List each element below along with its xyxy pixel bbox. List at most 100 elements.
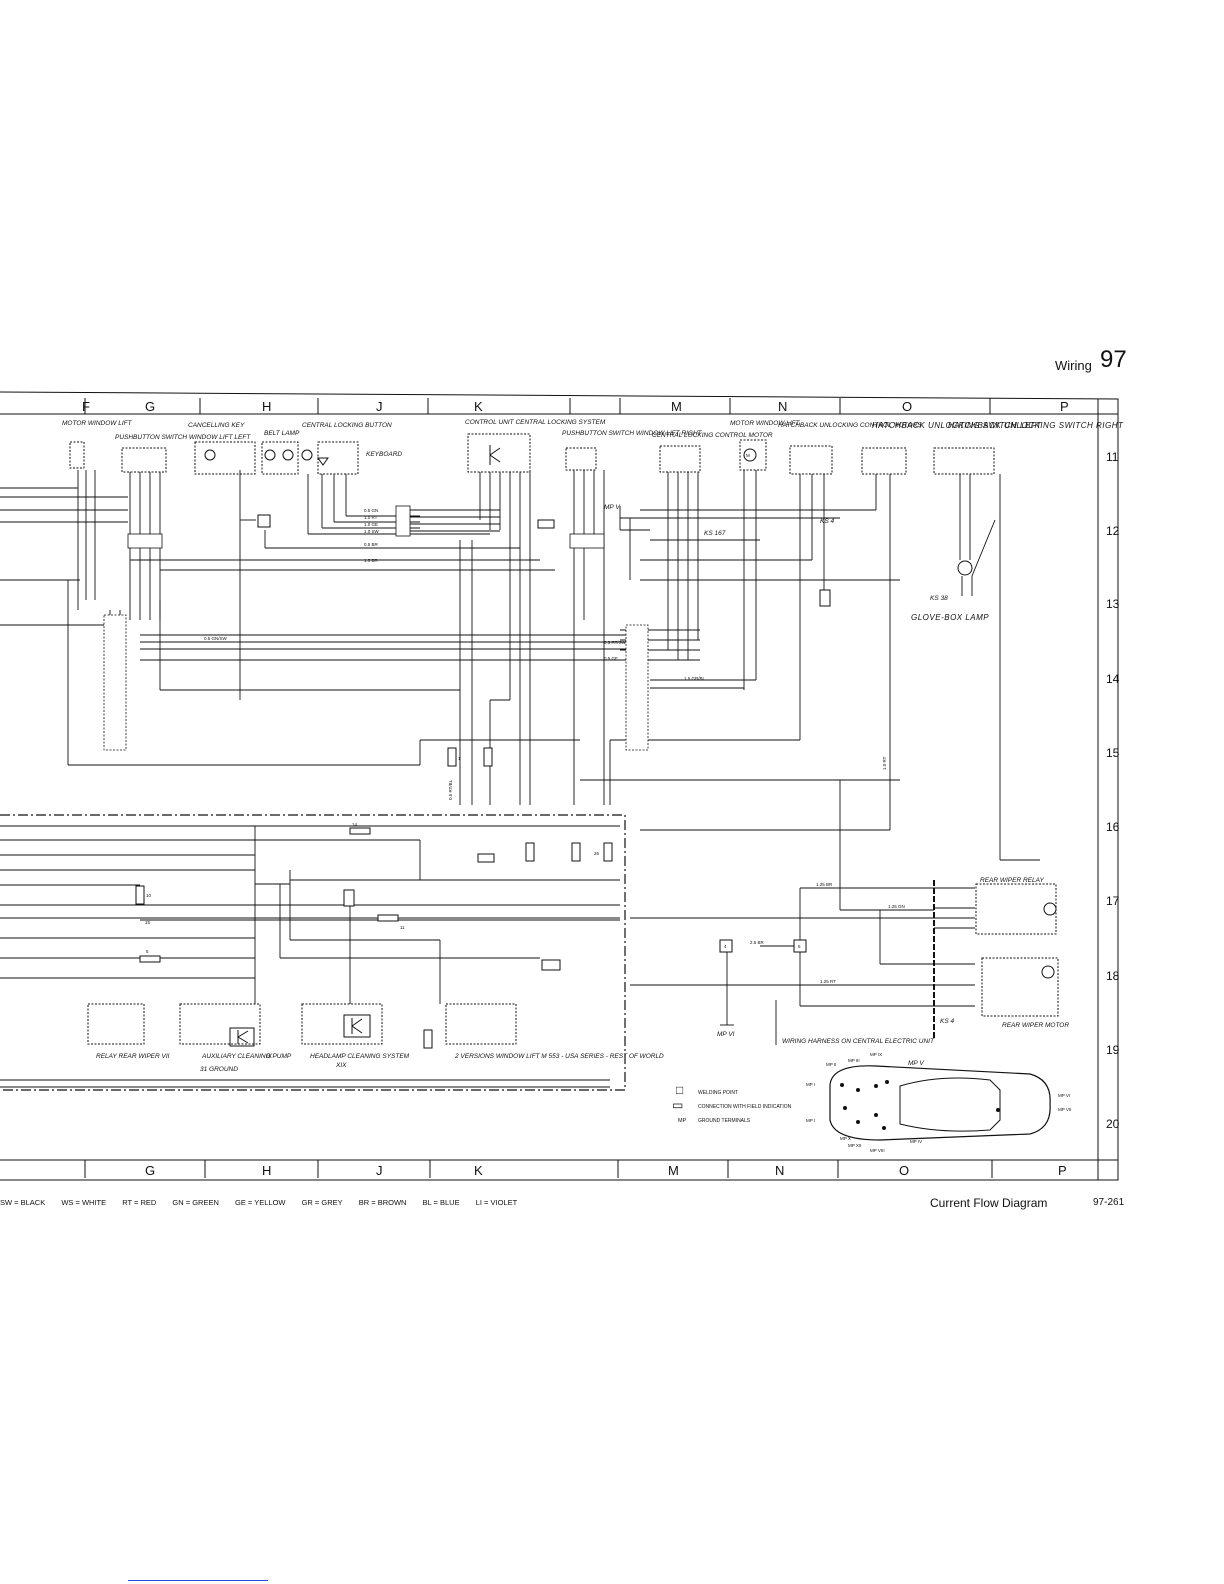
central-electric-unit-boundary xyxy=(0,814,626,1091)
column-label: K xyxy=(474,399,483,414)
fuse-label: 5 xyxy=(146,949,149,954)
rear-wiper-motor-body xyxy=(981,957,1059,1017)
component-label: MOTOR WINDOW LIFT xyxy=(62,420,133,427)
row-label: 13 xyxy=(1106,597,1120,611)
hatchback-motors-body xyxy=(789,445,833,475)
column-label: N xyxy=(775,1163,784,1178)
fuse-label: 26 xyxy=(594,851,600,856)
row-label: 15 xyxy=(1106,746,1120,760)
ground-point-label: MP I xyxy=(806,1118,815,1123)
component-label: HATCHBACK UNLOCKING CONTROL MOTORS xyxy=(778,422,922,429)
component-label: IX xyxy=(266,1053,273,1060)
symbol-legend: □ WELDING POINT ▭ CONNECTION WITH FIELD … xyxy=(672,1083,792,1124)
page-number: 97 xyxy=(1100,346,1127,373)
component-label: PUSHBUTTON SWITCH WINDOW LIFT RIGHT xyxy=(562,430,703,437)
column-label: F xyxy=(82,399,90,414)
column-label: O xyxy=(902,399,912,414)
ground-point-label: MP VI xyxy=(1058,1093,1070,1098)
column-label: G xyxy=(145,399,155,414)
column-label: J xyxy=(376,1163,383,1178)
color-code: WS = WHITE xyxy=(61,1198,107,1207)
wire-label: 1.25 BR xyxy=(816,882,833,887)
component-label: CENTRAL LOCKING BUTTON xyxy=(302,422,392,429)
fuse-label: 1 xyxy=(458,756,461,761)
legend-text: GROUND TERMINALS xyxy=(698,1118,751,1124)
diagram-title: Current Flow Diagram xyxy=(930,1196,1048,1210)
component-label: XIX xyxy=(335,1062,347,1069)
ground-label: MP V xyxy=(604,504,620,511)
wire-labels: 0.5 GN 1.0 RT 1.0 GE 1.0 SW 0.5 BR 1.5 B… xyxy=(204,508,905,984)
wire-label: 1.5 BR xyxy=(364,558,379,563)
wires xyxy=(0,470,1040,1088)
wire-label: 2.5 BR xyxy=(750,940,765,945)
car-outline xyxy=(829,1065,1051,1141)
row-label: 19 xyxy=(1106,1043,1120,1057)
ground-point-label: MP I xyxy=(806,1082,815,1087)
row-labels: 11 12 13 14 15 16 17 18 19 20 xyxy=(1106,450,1120,1131)
column-labels-top: F G H J K M N O P xyxy=(82,399,1069,414)
color-code: BL = BLUE xyxy=(422,1198,460,1207)
column-label: H xyxy=(262,1163,271,1178)
ground-label: MP VI xyxy=(717,1031,735,1038)
fuses xyxy=(135,514,831,1049)
legend-symbol: MP xyxy=(678,1118,687,1124)
wire-label: 1.0 RT xyxy=(882,756,887,770)
color-code: GR = GREY xyxy=(301,1198,343,1207)
wire-label: 0.5 BR xyxy=(364,542,379,547)
row-label: 11 xyxy=(1106,450,1119,464)
pushbutton-switch-right-body xyxy=(565,447,597,471)
component-label: CANCELLING KEY xyxy=(188,422,245,429)
component-label: KEYBOARD xyxy=(366,451,402,458)
fuse-label: 4 xyxy=(724,944,727,949)
column-label: N xyxy=(778,399,787,414)
row-label: 16 xyxy=(1106,820,1120,834)
component-label: 2 VERSIONS WINDOW LIFT M 553 - USA SERIE… xyxy=(454,1053,664,1060)
ground-point-label: MP IX xyxy=(870,1052,882,1057)
belt-lamp-body xyxy=(261,441,299,475)
component-label: REAR WIPER RELAY xyxy=(980,877,1044,884)
component-labels: MOTOR WINDOW LIFT PUSHBUTTON SWITCH WIND… xyxy=(62,419,1124,1073)
ground-point-label: MP VII xyxy=(1058,1107,1071,1112)
row-label: 12 xyxy=(1106,524,1120,538)
column-label: J xyxy=(376,399,383,414)
ground-point-label: MP II xyxy=(826,1062,836,1067)
component-label: 31 GROUND xyxy=(200,1066,238,1073)
fuse-labels: 1 14 15 5 10 11 26 4 5 xyxy=(145,756,801,954)
column-label: P xyxy=(1060,399,1069,414)
ground-point-label: MP IV xyxy=(910,1139,922,1144)
wire-label: 1.25 RT xyxy=(820,979,836,984)
wire-label: 0.5 GE xyxy=(604,656,618,661)
splice-label: KS 167 xyxy=(704,530,726,537)
legend-text: WELDING POINT xyxy=(698,1090,738,1096)
control-unit-body xyxy=(467,433,531,473)
wire-label: 1.0 GE xyxy=(364,522,378,527)
rear-wiper-relay-ref-body xyxy=(87,1003,145,1045)
wire-label: 1.0 SW xyxy=(364,529,380,534)
hatchback-switch-right-body xyxy=(933,447,995,475)
row-label: 17 xyxy=(1106,894,1120,908)
splice-label: KS 4 xyxy=(820,518,834,525)
wire-label: 0.5 GN/SW xyxy=(204,636,228,641)
component-label: BELT LAMP xyxy=(264,430,300,437)
component-label: PUSHBUTTON SWITCH WINDOW LIFT LEFT xyxy=(115,434,251,441)
component-label: HEADLAMP CLEANING SYSTEM xyxy=(310,1053,410,1060)
component-label: HATCHBACK UNLOCKING SWITCH LEFT xyxy=(872,421,1042,430)
column-label: M xyxy=(668,1163,679,1178)
motor-window-lift-left xyxy=(69,441,85,469)
legend-text: CONNECTION WITH FIELD INDICATION xyxy=(698,1104,792,1110)
row-label: 20 xyxy=(1106,1117,1120,1131)
svg-text:M: M xyxy=(746,453,750,458)
column-label: P xyxy=(1058,1163,1067,1178)
auxiliary-pump-body xyxy=(179,1003,261,1045)
fuse-label: 15 xyxy=(145,920,151,925)
component-label: AUXILIARY CLEANING PUMP xyxy=(201,1053,292,1060)
wire-label: 1.25 GN xyxy=(888,904,905,909)
component-label: WIRING HARNESS ON CENTRAL ELECTRIC UNIT xyxy=(782,1038,935,1045)
fuse-label: 10 xyxy=(146,893,152,898)
wire-label: 0.5 RT/BL xyxy=(448,779,453,800)
connector-blocks xyxy=(103,505,649,751)
car-ground-diagram: MP II MP III MP IX MP V MP I MP I MP X M… xyxy=(806,1052,1071,1153)
legend-symbol: □ xyxy=(676,1083,683,1097)
ground-point-label: MP X xyxy=(840,1136,851,1141)
